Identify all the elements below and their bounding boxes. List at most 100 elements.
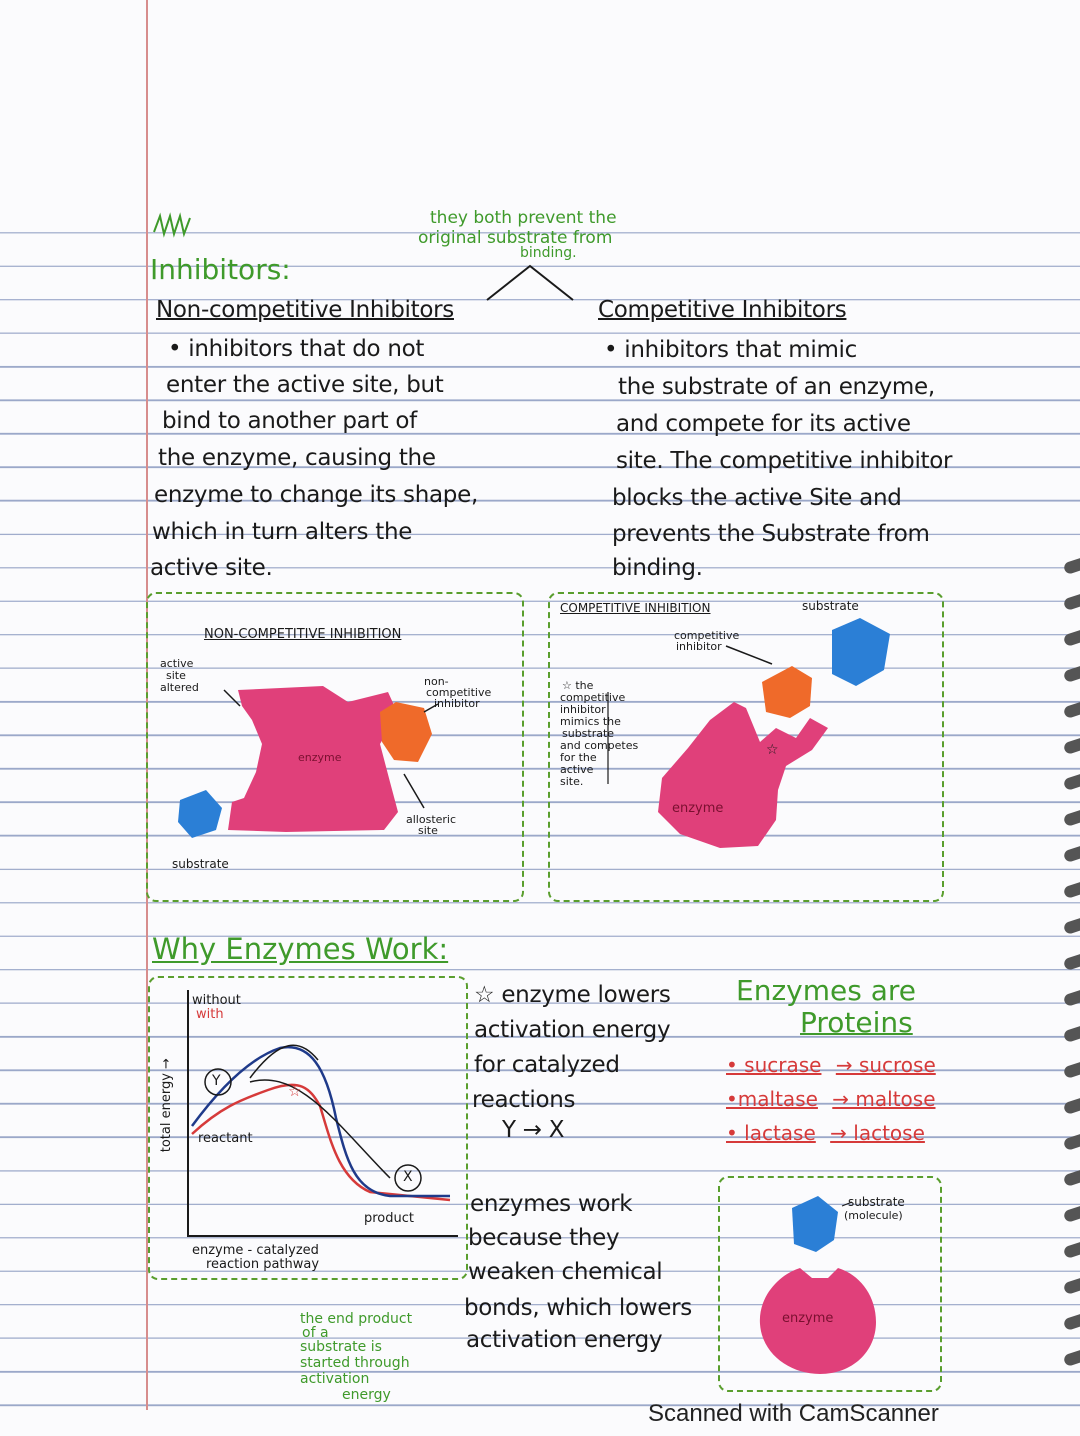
protein-item-3: • lactase → lactose	[726, 1122, 925, 1144]
page-top-blank	[0, 0, 1080, 200]
c-note-2: competitive	[560, 691, 626, 704]
c-note-8: active	[560, 763, 594, 776]
nc-diagram-art	[178, 686, 439, 838]
c-note-5: substrate	[562, 727, 615, 740]
product-label: product	[364, 1211, 415, 1226]
why-title: Why Enzymes Work:	[152, 932, 449, 966]
side-note-1: the end product	[300, 1311, 413, 1327]
svg-text:☆: ☆	[288, 1082, 301, 1100]
noncompetitive-heading: Non-competitive Inhibitors	[156, 297, 454, 323]
point2-line-2: because they	[468, 1225, 620, 1251]
nc-allosteric-label-2: site	[418, 824, 438, 837]
point2-line-5: activation energy	[466, 1327, 663, 1353]
es-enzyme-shape	[759, 1268, 876, 1374]
c-line-4: site. The competitive inhibitor	[616, 448, 953, 474]
c-note-3: inhibitor	[560, 703, 606, 716]
point1-line-3: for catalyzed	[474, 1052, 620, 1078]
es-substrate-shape	[792, 1196, 838, 1252]
nc-active-label-3: altered	[160, 681, 199, 694]
es-substrate-label-1: substrate	[848, 1195, 905, 1209]
protein-item-3-substrate: → lactose	[830, 1121, 925, 1145]
point1-line-2: activation energy	[474, 1017, 671, 1043]
c-line-7: binding.	[612, 555, 703, 581]
graph-axes	[187, 990, 458, 1237]
c-line-2: the substrate of an enzyme,	[618, 374, 935, 400]
protein-item-1-enzyme: • sucrase	[726, 1053, 822, 1077]
nc-active-label-1: active	[160, 657, 194, 670]
reactant-label: reactant	[198, 1131, 253, 1146]
noncompetitive-diagram: NON-COMPETITIVE INHIBITION active site a…	[146, 592, 524, 902]
c-note-7: for the	[560, 751, 597, 764]
c-enzyme-label: enzyme	[672, 801, 724, 816]
nc-line-7: active site.	[150, 555, 273, 581]
c-diagram-title: COMPETITIVE INHIBITION	[560, 601, 711, 615]
point2-line-3: weaken chemical	[468, 1259, 663, 1285]
nc-line-3: bind to another part of	[162, 408, 417, 434]
nc-diagram-title: NON-COMPETITIVE INHIBITION	[204, 627, 402, 642]
c-inhibitor-label-1: competitive	[674, 629, 740, 642]
point1-line-5: Y → X	[502, 1117, 565, 1143]
page-title: Inhibitors:	[150, 253, 291, 286]
scanner-watermark: Scanned with CamScanner	[648, 1400, 939, 1427]
nc-line-1: • inhibitors that do not	[168, 336, 425, 362]
proteins-title-2: Proteins	[800, 1006, 913, 1039]
energy-graph-art: ☆	[187, 990, 458, 1237]
c-note-6: and competes	[560, 739, 639, 752]
point1-line-4: reactions	[472, 1087, 576, 1113]
protein-item-1-substrate: → sucrose	[835, 1053, 936, 1077]
nc-substrate-label: substrate	[172, 857, 229, 871]
competitive-heading: Competitive Inhibitors	[598, 297, 847, 323]
enzyme-substrate-diagram: substrate (molecule) enzyme	[718, 1176, 942, 1392]
legend-with: with	[196, 1007, 224, 1022]
nc-inhibitor-label-1: non-	[424, 675, 449, 688]
point1-line-1: ☆ enzyme lowers	[474, 982, 671, 1008]
c-note-1: ☆ the	[562, 679, 594, 692]
c-line-3: and compete for its active	[616, 411, 911, 437]
legend-without: without	[192, 993, 241, 1008]
side-note-3: substrate is	[300, 1339, 382, 1355]
c-note-4: mimics the	[560, 715, 621, 728]
side-note-6: energy	[342, 1387, 391, 1403]
svg-text:☆: ☆	[766, 742, 779, 758]
c-inhibitor-label-2: inhibitor	[676, 640, 722, 653]
proteins-title-1: Enzymes are	[736, 974, 916, 1007]
with-curve	[191, 1083, 451, 1202]
c-substrate-shape	[832, 618, 890, 686]
protein-item-2-substrate: → maltose	[832, 1087, 936, 1111]
protein-item-2: •maltase → maltose	[726, 1088, 936, 1110]
point-x	[394, 1164, 422, 1192]
note-top-2: original substrate from	[418, 228, 613, 248]
side-note-5: activation	[300, 1371, 370, 1387]
nc-line-4: the enzyme, causing the	[158, 445, 436, 471]
protein-item-3-enzyme: • lactase	[726, 1121, 816, 1145]
point2-line-4: bonds, which lowers	[464, 1295, 692, 1321]
note-top-1: they both prevent the	[430, 208, 617, 228]
protein-item-1: • sucrase → sucrose	[726, 1054, 936, 1076]
c-enzyme-shape	[658, 702, 828, 848]
without-curve	[190, 1045, 450, 1198]
c-note-9: site.	[560, 775, 584, 788]
nc-inhibitor-label-3: inhibitor	[434, 697, 480, 710]
enzyme-shape	[228, 686, 398, 832]
c-line-6: prevents the Substrate from	[612, 521, 930, 547]
es-substrate-label-2: (molecule)	[844, 1209, 903, 1222]
nc-line-2: enter the active site, but	[166, 372, 444, 398]
competitive-diagram: COMPETITIVE INHIBITION substrate competi…	[548, 592, 944, 902]
point-y	[204, 1068, 232, 1096]
protein-item-2-enzyme: •maltase	[726, 1087, 818, 1111]
substrate-shape	[178, 790, 222, 838]
nc-allosteric-label-1: allosteric	[406, 813, 457, 826]
nc-active-label-2: site	[166, 669, 186, 682]
nc-enzyme-label: enzyme	[298, 751, 342, 764]
branch-arrow	[486, 264, 574, 301]
y-mark: Y	[212, 1073, 221, 1089]
side-note-4: started through	[300, 1355, 410, 1371]
es-enzyme-label: enzyme	[782, 1311, 834, 1326]
note-top-3: binding.	[520, 245, 577, 261]
graph-caption-2: reaction pathway	[206, 1257, 320, 1272]
c-line-5: blocks the active Site and	[612, 485, 902, 511]
nc-line-6: which in turn alters the	[152, 519, 413, 545]
nc-inhibitor-label-2: competitive	[426, 686, 492, 699]
nc-line-5: enzyme to change its shape,	[154, 482, 478, 508]
scribble-mark	[153, 212, 191, 238]
